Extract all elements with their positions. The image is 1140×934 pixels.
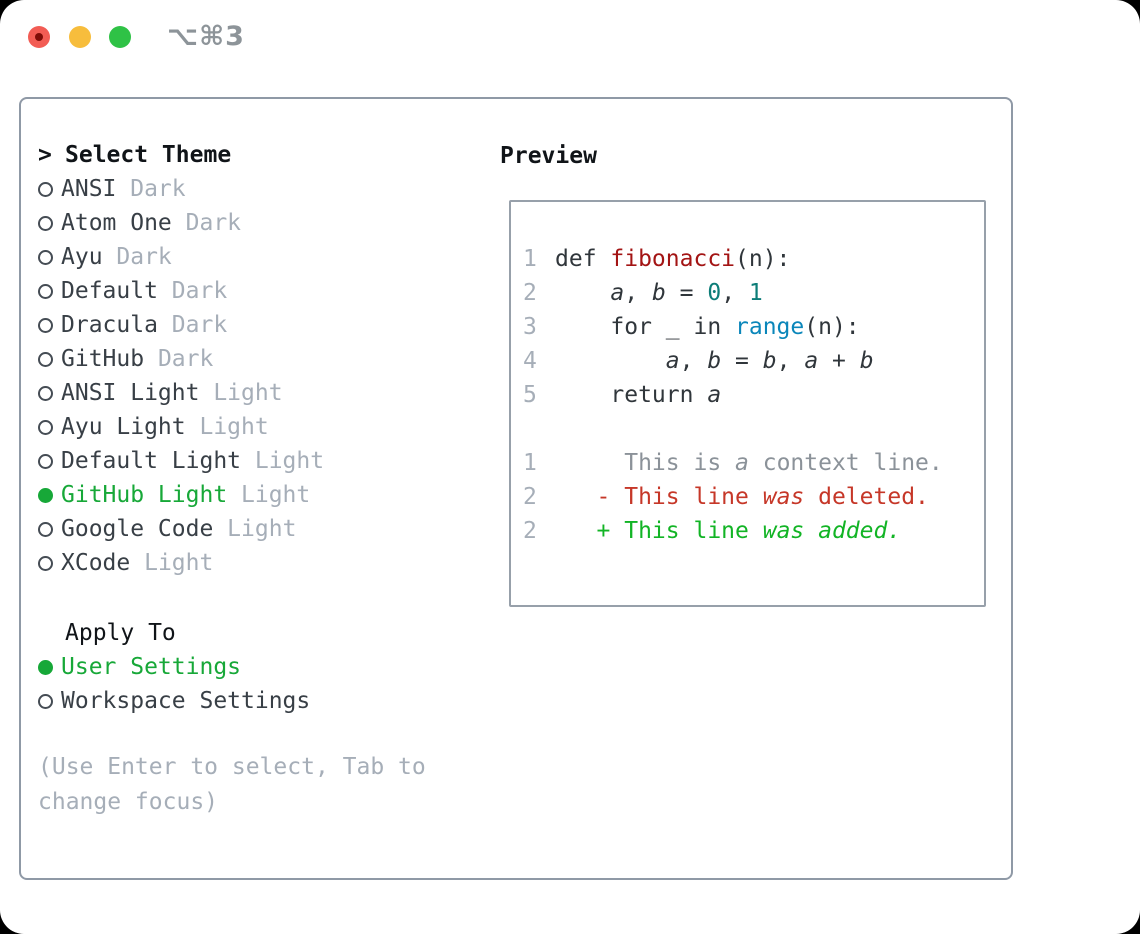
theme-name-label: ANSI (61, 176, 117, 202)
theme-name-label: Ayu (61, 244, 103, 270)
code-line-content: This is a context line. (555, 450, 943, 476)
theme-option-atom-one[interactable]: Atom One Dark (38, 206, 324, 240)
theme-name-label: Dracula (61, 312, 158, 338)
radio-unselected-icon (38, 181, 53, 197)
code-line-content: + This line was added. (555, 518, 902, 544)
code-line: 3 for _ in range(n): (523, 310, 984, 344)
theme-option-default[interactable]: Default Dark (38, 274, 324, 308)
code-line-content: - This line was deleted. (555, 484, 929, 510)
radio-unselected-icon (38, 351, 53, 367)
theme-variant-label: Dark (102, 244, 172, 270)
minimize-button-icon[interactable] (69, 26, 91, 48)
caret-icon: > (38, 142, 52, 168)
theme-name-label: Default Light (61, 448, 242, 474)
keyboard-hint-text: (Use Enter to select, Tab to change focu… (38, 754, 426, 815)
radio-unselected-icon (38, 521, 53, 537)
radio-unselected-icon (38, 453, 53, 469)
line-number: 4 (523, 348, 537, 374)
theme-variant-label: Light (227, 482, 311, 508)
code-line-content: a, b = 0, 1 (610, 280, 763, 306)
line-number: 1 (523, 246, 537, 272)
theme-variant-label: Dark (144, 346, 214, 372)
keyboard-shortcut-label: ⌥⌘3 (167, 21, 245, 52)
radio-selected-icon (38, 487, 53, 503)
radio-unselected-icon (38, 249, 53, 265)
code-line-content: def fibonacci(n): (555, 246, 791, 272)
line-number: 3 (523, 314, 537, 340)
code-line: 1 def fibonacci(n): (523, 242, 984, 276)
apply-option-workspace-settings[interactable]: Workspace Settings (38, 684, 310, 718)
theme-name-label: XCode (61, 550, 131, 576)
radio-unselected-icon (38, 215, 53, 231)
theme-option-dracula[interactable]: Dracula Dark (38, 308, 324, 342)
theme-option-xcode[interactable]: XCode Light (38, 546, 324, 580)
theme-option-ansi[interactable]: ANSI Dark (38, 172, 324, 206)
radio-selected-icon (38, 659, 53, 675)
theme-variant-label: Light (199, 380, 283, 406)
theme-name-label: Google Code (61, 516, 214, 542)
radio-unselected-icon (38, 419, 53, 435)
theme-variant-label: Dark (171, 210, 242, 236)
theme-variant-label: Light (213, 516, 297, 542)
select-theme-heading: > Select Theme (38, 138, 324, 172)
theme-variant-label: Dark (157, 278, 228, 304)
code-line (523, 412, 984, 446)
theme-name-label: Ayu Light (61, 414, 186, 440)
theme-variant-label: Light (130, 550, 214, 576)
code-line: 2 + This line was added. (523, 514, 984, 548)
line-number: 2 (523, 518, 537, 544)
code-line-content: return a (555, 382, 722, 408)
theme-option-github-light[interactable]: GitHub Light Light (38, 478, 324, 512)
theme-option-ayu-light[interactable]: Ayu Light Light (38, 410, 324, 444)
radio-unselected-icon (38, 283, 53, 299)
theme-variant-label: Dark (157, 312, 228, 338)
code-line-content: for _ in range(n): (555, 314, 860, 340)
code-line: 4 a, b = b, a + b (523, 344, 984, 378)
line-number: 2 (523, 484, 537, 510)
code-line: 5 return a (523, 378, 984, 412)
select-theme-heading-label: Select Theme (65, 142, 232, 168)
theme-name-label: GitHub (61, 346, 145, 372)
radio-unselected-icon (38, 317, 53, 333)
theme-option-ayu[interactable]: Ayu Dark (38, 240, 324, 274)
theme-variant-label: Dark (116, 176, 186, 202)
radio-unselected-icon (38, 555, 53, 571)
apply-option-user-settings[interactable]: User Settings (38, 650, 310, 684)
code-line: 1 This is a context line. (523, 446, 984, 480)
theme-option-github[interactable]: GitHub Dark (38, 342, 324, 376)
theme-option-default-light[interactable]: Default Light Light (38, 444, 324, 478)
preview-heading: Preview (500, 143, 597, 169)
code-line: 2 - This line was deleted. (523, 480, 984, 514)
close-button-icon[interactable] (28, 26, 50, 48)
zoom-button-icon[interactable] (109, 26, 131, 48)
radio-unselected-icon (38, 693, 53, 709)
theme-variant-label: Light (185, 414, 269, 440)
line-number: 2 (523, 280, 537, 306)
theme-option-ansi-light[interactable]: ANSI Light Light (38, 376, 324, 410)
apply-option-label: User Settings (61, 654, 242, 680)
line-number: 5 (523, 382, 537, 408)
theme-name-label: Atom One (61, 210, 172, 236)
theme-option-google-code[interactable]: Google Code Light (38, 512, 324, 546)
theme-name-label: GitHub Light (61, 482, 228, 508)
radio-unselected-icon (38, 385, 53, 401)
theme-variant-label: Light (241, 448, 325, 474)
apply-to-heading: Apply To (65, 620, 176, 646)
theme-name-label: ANSI Light (61, 380, 200, 406)
theme-name-label: Default (61, 278, 158, 304)
line-number: 1 (523, 450, 537, 476)
code-line-content: a, b = b, a + b (665, 348, 874, 374)
code-line: 2 a, b = 0, 1 (523, 276, 984, 310)
title-bar: ⌥⌘3 (0, 0, 1140, 74)
apply-option-label: Workspace Settings (61, 688, 311, 714)
